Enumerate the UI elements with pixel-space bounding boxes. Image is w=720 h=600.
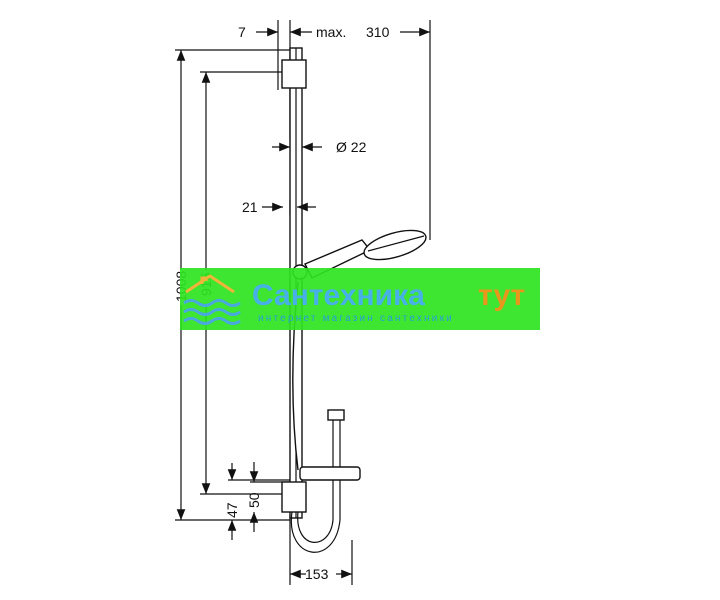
watermark: Сантехника тут интернет магазин сантехни… — [180, 268, 540, 330]
watermark-logo-icon — [183, 274, 241, 325]
hose-fitting — [327, 409, 345, 421]
top-bracket — [281, 59, 307, 89]
dim-bottom-1: 47 — [224, 502, 240, 518]
dim-bottom-2: 50 — [246, 492, 262, 508]
hand-shower-head — [363, 229, 427, 261]
dim-max-reach: 310 — [366, 24, 390, 40]
dim-top-offset: 7 — [238, 24, 246, 40]
watermark-title: Сантехника — [252, 279, 425, 312]
soap-dish — [299, 466, 361, 481]
bottom-bracket — [281, 481, 307, 513]
dim-wall-gap: 21 — [242, 199, 258, 215]
dim-holder-width: 153 — [305, 566, 329, 582]
dim-max-label: max. — [316, 24, 346, 40]
watermark-banner — [180, 268, 540, 330]
dim-diameter: Ø 22 — [336, 139, 367, 155]
watermark-subtitle: интернет магазин сантехники — [258, 313, 454, 324]
watermark-title-accent: тут — [478, 279, 525, 312]
dimension-arrows — [176, 27, 430, 579]
